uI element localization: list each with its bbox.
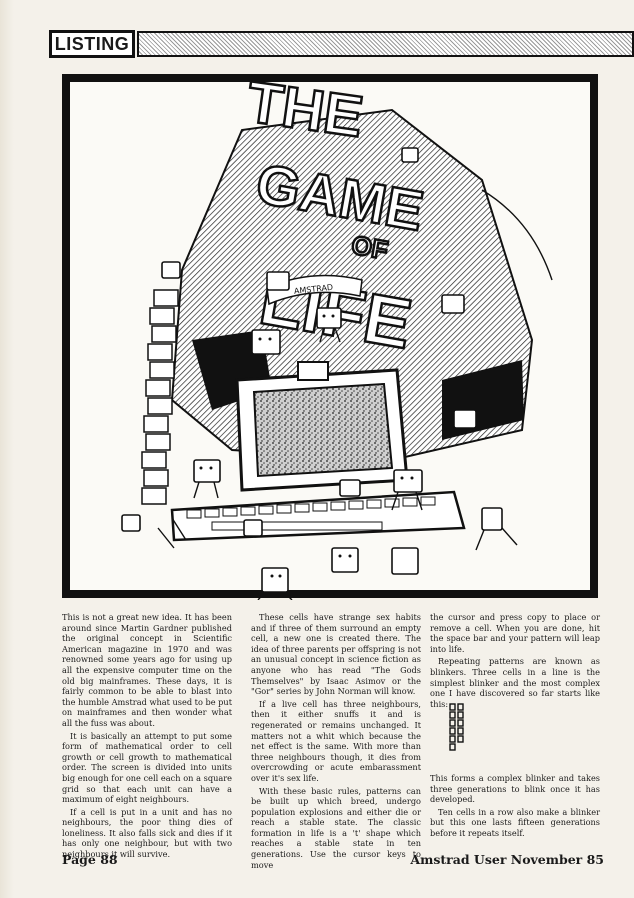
article-column-3: the cursor and press copy to place or re… — [430, 612, 600, 711]
keyboard — [170, 490, 466, 542]
paragraph: These cells have strange sex habits and … — [251, 612, 421, 697]
title-block-letters: THE GAME OF LIFE — [242, 68, 430, 365]
game-of-life-illustration: THE GAME OF LIFE AMSTRAD — [121, 68, 553, 600]
amstrad-banner: AMSTRAD — [266, 274, 363, 306]
article-column-2: These cells have strange sex habits and … — [251, 612, 421, 872]
paragraph: If a live cell has three neighbours, the… — [251, 698, 421, 783]
cell-characters — [121, 147, 503, 593]
paragraph: It is basically an attempt to put some f… — [62, 730, 232, 805]
header-hatched-bar — [137, 31, 634, 57]
cell-limbs — [157, 189, 553, 600]
title-line-3: OF — [349, 229, 390, 265]
computer-monitor — [235, 361, 409, 492]
paragraph: If a cell is put in a unit and has no ne… — [62, 806, 232, 860]
paragraph: This is not a great new idea. It has bee… — [62, 612, 232, 728]
paragraph: Ten cells in a row also make a blinker b… — [430, 806, 600, 838]
brick-tower — [141, 289, 179, 505]
page-spine-shadow — [0, 0, 14, 898]
paragraph: This forms a complex blinker and takes t… — [430, 773, 600, 805]
article-column-1: This is not a great new idea. It has bee… — [62, 612, 232, 862]
paragraph: With these basic rules, patterns can be … — [251, 785, 421, 870]
cell-faces — [199, 314, 414, 578]
blinker-pattern-figure — [449, 703, 464, 751]
paragraph: the cursor and press copy to place or re… — [430, 612, 600, 654]
issue-label: Amstrad User November 85 — [410, 852, 604, 867]
paragraph: Repeating patterns are known as blinkers… — [430, 656, 600, 709]
article-column-3-continued: This forms a complex blinker and takes t… — [430, 773, 600, 841]
page-number: Page 88 — [62, 852, 118, 867]
amstrad-label: AMSTRAD — [294, 283, 334, 296]
section-label: LISTING — [49, 30, 135, 58]
